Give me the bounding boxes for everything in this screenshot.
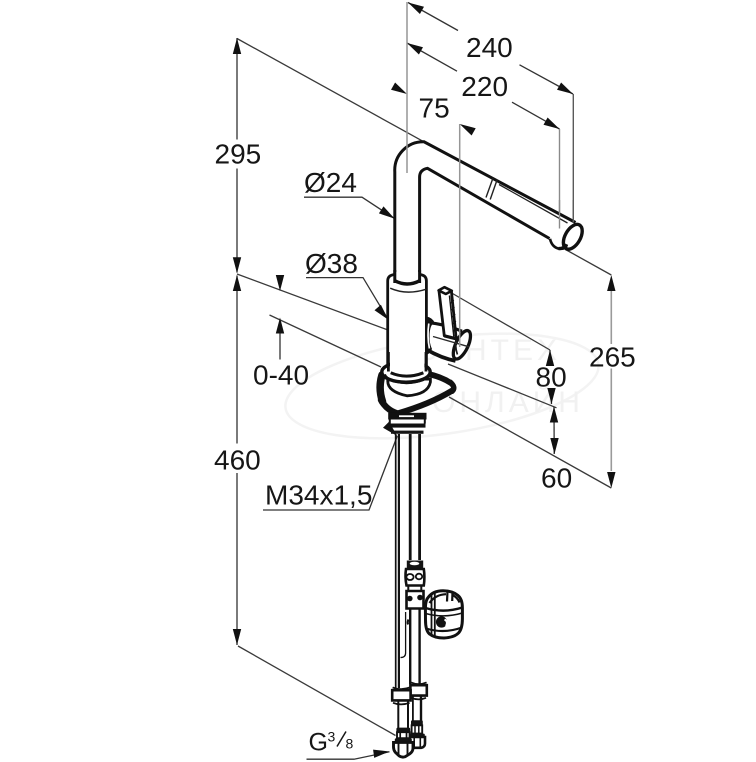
svg-text:8: 8 xyxy=(346,736,354,752)
svg-text:G: G xyxy=(309,729,328,757)
svg-text:295: 295 xyxy=(215,139,262,170)
svg-text:265: 265 xyxy=(589,342,636,373)
svg-text:M34x1,5: M34x1,5 xyxy=(265,480,372,511)
svg-text:60: 60 xyxy=(541,463,572,494)
svg-text:3: 3 xyxy=(328,729,336,745)
svg-text:75: 75 xyxy=(419,93,450,124)
svg-text:220: 220 xyxy=(461,71,508,102)
svg-text:460: 460 xyxy=(214,445,261,476)
svg-text:0-40: 0-40 xyxy=(253,360,309,391)
svg-text:240: 240 xyxy=(466,32,513,63)
svg-text:Ø38: Ø38 xyxy=(305,248,358,279)
svg-text:Ø24: Ø24 xyxy=(304,167,357,198)
svg-text:80: 80 xyxy=(536,362,567,393)
